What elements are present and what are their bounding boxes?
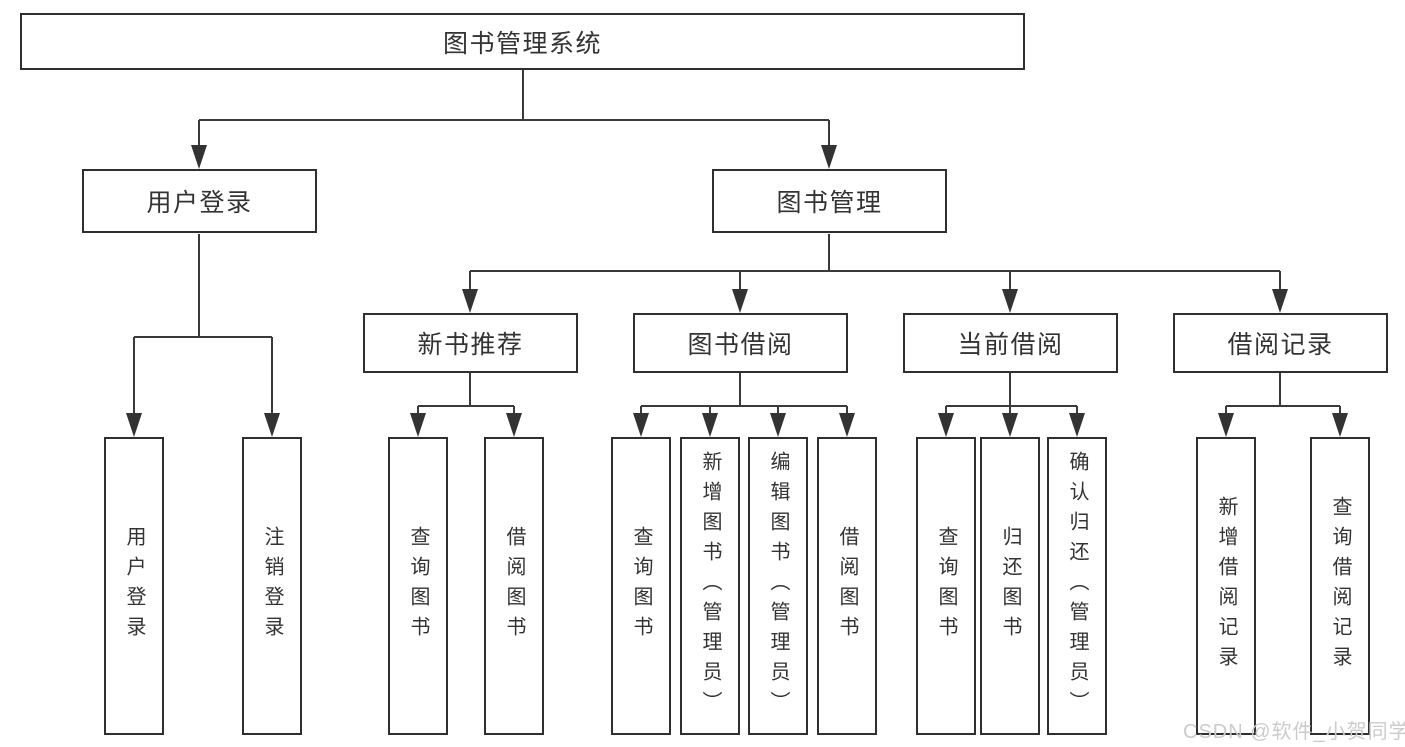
node-new-book-recommend: 新书推荐 <box>363 313 578 373</box>
arrow-down-icon <box>821 145 837 169</box>
arrow-down-icon <box>770 413 786 437</box>
arrow-down-icon <box>732 289 748 313</box>
leaf-borrow-books-recommend: 借阅图书 <box>484 437 544 735</box>
arrow-down-icon <box>839 413 855 437</box>
arrow-down-icon <box>191 145 207 169</box>
leaf-label: 归还图书 <box>999 526 1021 646</box>
connector-new-book-children <box>417 373 515 418</box>
arrow-down-icon <box>633 413 649 437</box>
arrow-down-icon <box>938 413 954 437</box>
leaf-label: 查询图书 <box>935 526 957 646</box>
leaf-label: 查询图书 <box>407 526 429 646</box>
arrow-down-icon <box>264 413 280 437</box>
arrow-down-icon <box>462 289 478 313</box>
leaf-label: 用户登录 <box>123 526 145 646</box>
node-library-management-system: 图书管理系统 <box>20 13 1025 70</box>
leaf-query-books-borrow: 查询图书 <box>611 437 671 735</box>
connector-root-to-level2 <box>198 70 830 150</box>
arrow-down-icon <box>1069 413 1085 437</box>
leaf-label: 编辑图书（管理员） <box>767 451 789 721</box>
node-borrow-records: 借阅记录 <box>1173 313 1388 373</box>
node-label: 图书管理 <box>776 189 883 217</box>
leaf-query-books-current: 查询图书 <box>916 437 976 735</box>
node-label: 图书管理系统 <box>442 29 602 58</box>
node-label: 图书借阅 <box>687 331 794 359</box>
arrow-down-icon <box>506 413 522 437</box>
leaf-query-books-recommend: 查询图书 <box>388 437 448 735</box>
connector-user-login-children <box>133 234 273 418</box>
connector-book-borrow-children <box>640 373 848 418</box>
leaf-logout: 注销登录 <box>242 437 302 735</box>
node-label: 借阅记录 <box>1227 331 1334 359</box>
arrow-down-icon <box>1272 289 1288 313</box>
leaf-label: 新增图书（管理员） <box>699 451 721 721</box>
connector-borrow-records-children <box>1225 373 1341 418</box>
leaf-label: 借阅图书 <box>836 526 858 646</box>
node-label: 用户登录 <box>146 189 253 217</box>
arrow-down-icon <box>126 413 142 437</box>
arrow-down-icon <box>1332 413 1348 437</box>
node-book-management: 图书管理 <box>712 169 947 233</box>
leaf-label: 查询借阅记录 <box>1329 496 1351 676</box>
connector-current-borrow-children <box>945 373 1078 418</box>
leaf-edit-book-admin: 编辑图书（管理员） <box>748 437 808 735</box>
arrow-down-icon <box>1218 413 1234 437</box>
leaf-borrow-books: 借阅图书 <box>817 437 877 735</box>
leaf-user-login: 用户登录 <box>104 437 164 735</box>
csdn-watermark: CSDN @软件_小贺同学 <box>1183 721 1405 743</box>
arrow-down-icon <box>410 413 426 437</box>
leaf-label: 注销登录 <box>261 526 283 646</box>
arrow-down-icon <box>702 413 718 437</box>
arrow-down-icon <box>1002 413 1018 437</box>
node-label: 当前借阅 <box>957 331 1064 359</box>
leaf-label: 借阅图书 <box>503 526 525 646</box>
leaf-return-book: 归还图书 <box>980 437 1040 735</box>
arrow-down-icon <box>1002 289 1018 313</box>
node-label: 新书推荐 <box>417 331 524 359</box>
node-user-login: 用户登录 <box>82 169 317 233</box>
node-current-borrow: 当前借阅 <box>903 313 1118 373</box>
leaf-query-borrow-record: 查询借阅记录 <box>1310 437 1370 735</box>
leaf-confirm-return-admin: 确认归还（管理员） <box>1047 437 1107 735</box>
node-book-borrow: 图书借阅 <box>633 313 848 373</box>
leaf-label: 确认归还（管理员） <box>1066 451 1088 721</box>
leaf-label: 查询图书 <box>630 526 652 646</box>
connector-book-management-children <box>469 234 1281 294</box>
leaf-add-book-admin: 新增图书（管理员） <box>680 437 740 735</box>
leaf-add-borrow-record: 新增借阅记录 <box>1196 437 1256 735</box>
leaf-label: 新增借阅记录 <box>1215 496 1237 676</box>
